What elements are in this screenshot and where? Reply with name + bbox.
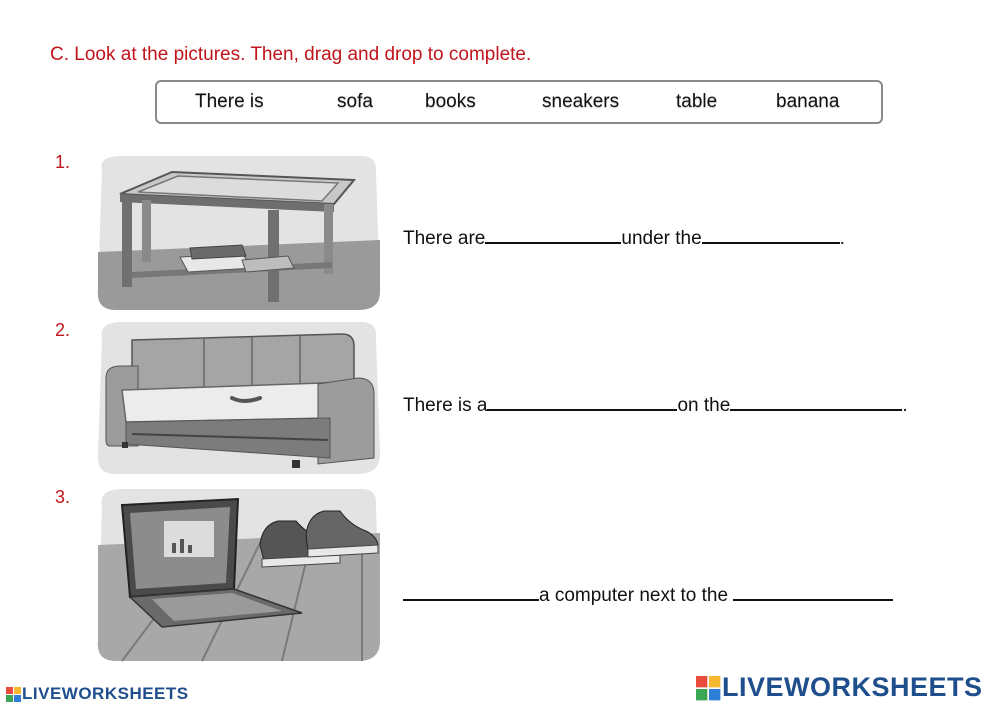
logo-text-left: LIVEWORKSHEETS xyxy=(22,684,189,703)
question-2-sentence: There is a on the. xyxy=(403,393,908,417)
question-number-3: 3. xyxy=(55,487,71,507)
q2-blank-1[interactable] xyxy=(487,393,678,411)
q2-text-start: There is a xyxy=(403,395,488,416)
word-chip-books[interactable]: books xyxy=(425,91,476,112)
word-chip-sofa[interactable]: sofa xyxy=(337,91,373,112)
word-chip-banana[interactable]: banana xyxy=(776,91,840,112)
liveworksheets-logo-left: LIVEWORKSHEETS xyxy=(6,684,189,704)
question-1-sentence: There are under the. xyxy=(403,226,845,250)
question-3-sentence: a computer next to the xyxy=(403,583,894,607)
laptop-and-sneakers-image xyxy=(97,489,381,662)
table-with-books-image xyxy=(97,156,381,310)
logo-text-right: LIVEWORKSHEETS xyxy=(722,672,983,702)
word-chip-sneakers[interactable]: sneakers xyxy=(542,91,620,112)
q1-text-start: There are xyxy=(403,228,486,249)
liveworksheets-logo-icon xyxy=(696,675,721,701)
q1-text-middle: under the xyxy=(621,228,702,249)
q2-text-middle: on the xyxy=(677,395,731,416)
q3-blank-1[interactable] xyxy=(403,583,539,601)
word-chip-there-is[interactable]: There is xyxy=(195,91,264,112)
word-chip-table[interactable]: table xyxy=(676,91,718,112)
q1-blank-2[interactable] xyxy=(701,226,840,244)
q3-blank-2[interactable] xyxy=(733,583,894,601)
instruction-text: C. Look at the pictures. Then, drag and … xyxy=(50,44,532,65)
q2-text-end: . xyxy=(902,395,908,416)
question-number-1: 1. xyxy=(55,152,71,172)
q1-text-end: . xyxy=(839,228,845,249)
liveworksheets-logo-right: LIVEWORKSHEETS xyxy=(696,672,983,703)
word-bank: There is sofa books sneakers table banan… xyxy=(155,80,883,124)
question-number-2: 2. xyxy=(55,320,71,340)
sofa-with-banana-image xyxy=(97,322,381,474)
q2-blank-2[interactable] xyxy=(730,393,903,411)
q3-text-start: a computer next to the xyxy=(539,585,729,606)
q1-blank-1[interactable] xyxy=(485,226,622,244)
liveworksheets-logo-icon xyxy=(6,686,21,702)
